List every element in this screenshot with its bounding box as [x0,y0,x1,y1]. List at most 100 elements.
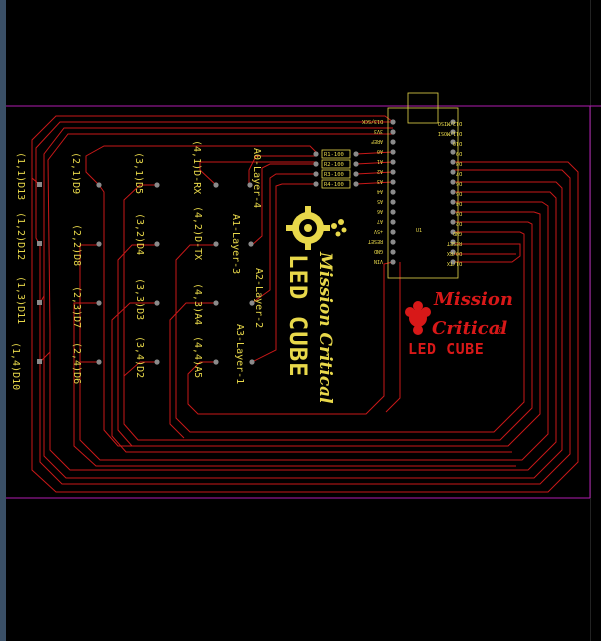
arduino-pin-label: D1/TX [447,260,462,266]
arduino-pin-label: D10 [453,140,462,146]
resistor-body-r4 [321,179,351,189]
pad-4-3 [213,300,219,306]
resistor-label-r2: R2-100 [324,162,344,168]
pad-1-2 [37,241,42,246]
pad-4-1 [213,182,219,188]
module-ref: U1 [416,228,422,234]
led-label-4-4: (4,4)A5 [192,336,203,378]
led-label-3-2: (3,2)D4 [134,213,145,255]
pad-3-3 [154,300,160,306]
arduino-pin-label: D5 [456,190,462,196]
layer-label-1: A3-Layer-1 [234,324,245,384]
layer-label-4: A0-Layer-4 [251,148,262,208]
resistor-label-r4: R4-100 [324,182,344,188]
arduino-pin-pad [390,259,396,265]
pad-2-2 [96,241,102,247]
arduino-pin-pad [390,229,396,235]
arduino-pin-pad [450,159,456,165]
arduino-pin-label: RESET [447,240,462,246]
arduino-pin-label: D2 [456,220,462,226]
arduino-outline [387,107,459,279]
arduino-pin-label: +5V [374,228,383,234]
arduino-pin-label: VIN [374,258,383,264]
left-edge-panel [0,0,6,641]
pad-4-2 [213,241,219,247]
arduino-pin-pad [390,169,396,175]
brain-icon [331,219,347,237]
led-label-2-3: (2,3)D7 [71,286,82,328]
pad-2-1 [96,182,102,188]
arduino-pin-pad [450,259,456,265]
arduino-pin-pad [450,249,456,255]
pad-layer-2 [249,300,255,306]
arduino-pin-pad [390,189,396,195]
pad-layer-1 [249,359,255,365]
resistor-pad [313,151,319,157]
led-label-2-1: (2,1)D9 [70,152,81,194]
arduino-pin-label: 3V3 [374,128,383,134]
large-logo: Mission Critical © LED CUBE [405,289,513,358]
led-label-4-3: (4,3)A4 [192,283,203,325]
arduino-pin-pad [450,139,456,145]
resistor-pad [353,171,359,177]
arduino-pin-label: A6 [377,208,383,214]
arduino-pin-pad [390,149,396,155]
resistor-pad [353,181,359,187]
arduino-pin-label: D6 [456,180,462,186]
arduino-pin-label: D9 [456,150,462,156]
arduino-pin-pad [450,219,456,225]
pad-3-2 [154,241,160,247]
arduino-pin-pad [450,199,456,205]
arduino-pin-pad [450,229,456,235]
led-label-1-2: (1,2)D12 [15,212,26,260]
led-label-4-1: (4,1)D-RX [191,140,202,194]
copper-traces [31,115,579,493]
resistor-pad [353,161,359,167]
arduino-pin-label: A2 [377,168,383,174]
arduino-pin-pad [450,119,456,125]
arduino-pin-pad [450,169,456,175]
arduino-module: U1 D13/SCK3V3AREFA0A1A2A3A4A5A6A7+5VRESE… [362,92,462,279]
arduino-pin-pad [390,159,396,165]
pad-3-1 [154,182,160,188]
arduino-pin-pad [390,219,396,225]
layer-label-2: A2-Layer-2 [253,268,264,328]
arduino-pin-label: D11/MOSI [438,130,462,136]
arduino-pin-label: A1 [377,158,383,164]
copyright-mark: © [496,326,506,337]
resistor-pad [313,161,319,167]
arduino-pin-label: GND [374,248,383,254]
led-pads [37,182,255,365]
arduino-pin-pad [450,129,456,135]
large-logo-line1: Mission [433,289,513,310]
arduino-pin-label: D12/MISO [438,120,462,126]
arduino-pin-label: RESET [368,238,383,244]
pad-1-4 [37,359,42,364]
gear-icon [286,206,330,250]
arduino-pin-pad [450,149,456,155]
resistor-pad [353,151,359,157]
arduino-pin-label: A7 [377,218,383,224]
arduino-pin-label: D4 [456,200,462,206]
usb-connector [407,92,439,124]
arduino-pin-pad [450,189,456,195]
led-label-2-4: (2,4)D6 [71,342,82,384]
led-label-1-4: (1,4)D10 [10,342,21,390]
arduino-pin-label: D7 [456,170,462,176]
arduino-pin-label: A5 [377,198,383,204]
arduino-pin-label: A4 [377,188,383,194]
pad-2-3 [96,300,102,306]
pad-layer-4 [247,182,253,188]
led-label-4-2: (4,2)D-TX [192,206,203,260]
small-logo-line1: Mission Critical [315,251,335,404]
arduino-pin-label: D13/SCK [362,118,383,124]
arduino-pin-pad [390,209,396,215]
arduino-pin-pad [390,179,396,185]
resistor-pad [313,171,319,177]
arduino-pin-label: A0 [377,148,383,154]
arduino-pin-pad [390,249,396,255]
led-label-2-2: (2,2)D8 [71,224,82,266]
small-logo: Mission Critical LED CUBE [284,206,347,404]
led-label-1-1: (1,1)D13 [15,152,26,200]
